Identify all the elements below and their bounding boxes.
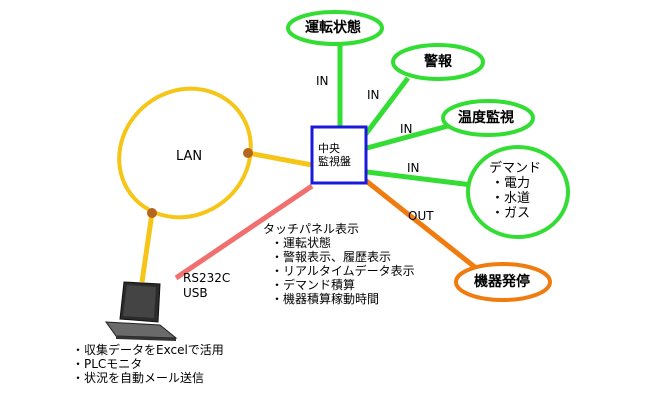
pc-feature-item: ・状況を自動メール送信 [72, 371, 205, 385]
lan-dot-right [243, 148, 253, 158]
connection-line2: USB [183, 286, 208, 300]
demand-title: デマンド [489, 161, 542, 176]
pc-feature-item: ・PLCモニタ [72, 357, 143, 371]
connector-keihou [363, 76, 410, 137]
lan-dot-bottom [147, 208, 157, 218]
node-kiki-ellipse [454, 262, 552, 302]
central-panel-line1: 中央 [318, 142, 340, 155]
node-kiki-label: 機器発停 [474, 274, 530, 290]
connector-demand [366, 169, 473, 188]
lan-connector-pc [139, 212, 155, 283]
pc-feature-item: ・収集データをExcelで活用 [72, 343, 224, 357]
node-ondo-ellipse [441, 99, 535, 137]
pc-features-list: ・収集データをExcelで活用 ・PLCモニタ ・状況を自動メール送信 [72, 343, 224, 385]
edge-label-in-keihou: IN [367, 88, 380, 102]
node-unten-ellipse [286, 10, 384, 46]
node-keihou-label: 警報 [424, 54, 452, 70]
touch-panel-item: ・運転状態 [271, 236, 332, 250]
central-panel-line2: 監視盤 [318, 155, 351, 168]
edge-label-out: OUT [408, 209, 434, 223]
touch-panel-title: タッチパネル表示 [263, 222, 360, 236]
node-ondo-label: 温度監視 [458, 110, 514, 126]
laptop-icon [104, 281, 178, 341]
connection-line1: RS232C [183, 271, 231, 285]
edge-label-in-unten: IN [316, 74, 329, 88]
connector-kiki [363, 178, 478, 270]
demand-item: ・電力 [491, 176, 531, 191]
lan-ellipse [117, 86, 253, 220]
node-demand-label: デマンド ・電力 ・水道 ・ガス [489, 161, 541, 221]
touch-panel-item: ・デマンド積算 [271, 278, 356, 292]
central-panel-box [310, 125, 368, 185]
touch-panel-list: タッチパネル表示 ・運転状態 ・警報表示、履歴表示 ・リアルタイムデータ表示 ・… [263, 222, 415, 306]
edge-label-in-demand: IN [407, 161, 420, 175]
touch-panel-item: ・リアルタイムデータ表示 [271, 264, 415, 278]
central-panel-label: 中央 監視盤 [318, 142, 351, 168]
node-demand-ellipse [466, 145, 570, 239]
node-keihou-ellipse [391, 43, 485, 81]
connection-label: RS232C USB [183, 271, 230, 301]
connector-rs232c [174, 183, 314, 281]
lan-label: LAN [176, 149, 203, 164]
lan-connector-central [247, 150, 313, 168]
connector-ondo [366, 123, 449, 151]
node-unten-label: 運転状態 [305, 20, 361, 36]
edge-label-in-ondo: IN [400, 122, 413, 136]
touch-panel-item: ・警報表示、履歴表示 [271, 250, 392, 264]
touch-panel-item: ・機器積算稼動時間 [271, 292, 380, 306]
demand-item: ・ガス [491, 206, 531, 221]
demand-item: ・水道 [491, 191, 531, 206]
